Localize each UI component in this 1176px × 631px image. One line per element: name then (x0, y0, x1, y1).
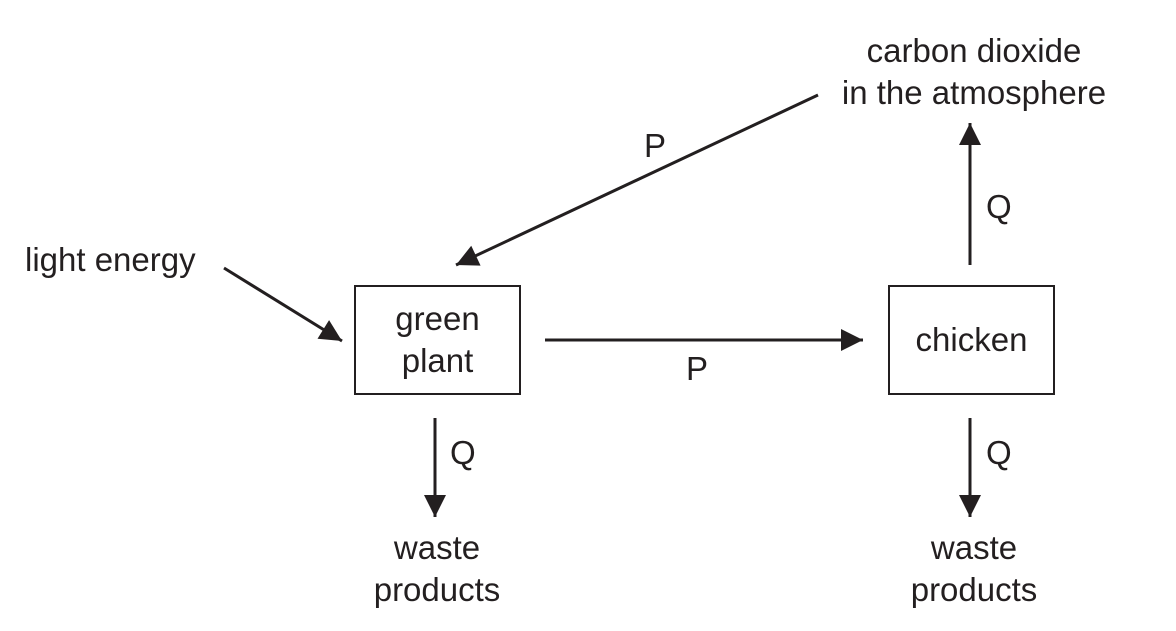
waste-plant-line1: waste (393, 529, 481, 566)
green-plant-label-line2: plant (401, 342, 474, 379)
chicken-label: chicken (915, 321, 1028, 358)
waste-chicken-line1: waste (930, 529, 1018, 566)
co2-label: carbon dioxide in the atmosphere (842, 30, 1106, 114)
waste-products-plant-label: waste products (374, 527, 501, 611)
chicken-box: chicken (888, 285, 1055, 395)
label-q-plant-to-waste: Q (450, 434, 476, 471)
light-energy-label: light energy (25, 241, 196, 278)
waste-chicken-line2: products (910, 571, 1038, 608)
arrow-light-to-plant (223, 266, 343, 343)
label-p-co2-to-plant: P (644, 127, 667, 164)
label-q-chicken-to-co2: Q (986, 188, 1012, 225)
label-p-plant-to-chicken: P (686, 350, 709, 387)
waste-plant-line2: products (373, 571, 501, 608)
label-q-chicken-to-waste: Q (986, 434, 1012, 471)
green-plant-box: green plant (354, 285, 521, 395)
co2-label-line1: carbon dioxide (866, 32, 1082, 69)
waste-products-chicken-label: waste products (911, 527, 1038, 611)
arrow-co2-to-plant (455, 93, 819, 267)
green-plant-label-line1: green (395, 300, 480, 337)
co2-label-line2: in the atmosphere (841, 74, 1107, 111)
